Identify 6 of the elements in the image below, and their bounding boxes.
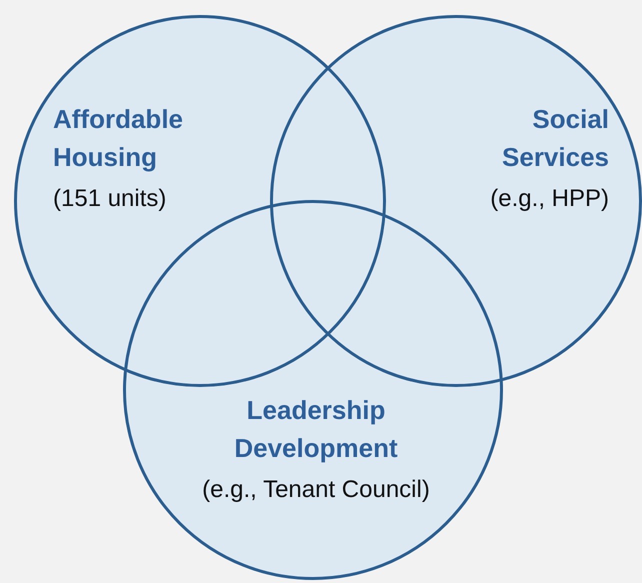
circle-heading: Affordable Housing	[53, 103, 184, 174]
circle-description: (151 units)	[53, 184, 166, 214]
circle-heading: Leadership Development	[233, 394, 399, 465]
circle-description: (e.g., HPP)	[490, 184, 609, 214]
circle-heading: Social Services	[501, 103, 609, 174]
circle-description: (e.g., Tenant Council)	[202, 475, 430, 505]
